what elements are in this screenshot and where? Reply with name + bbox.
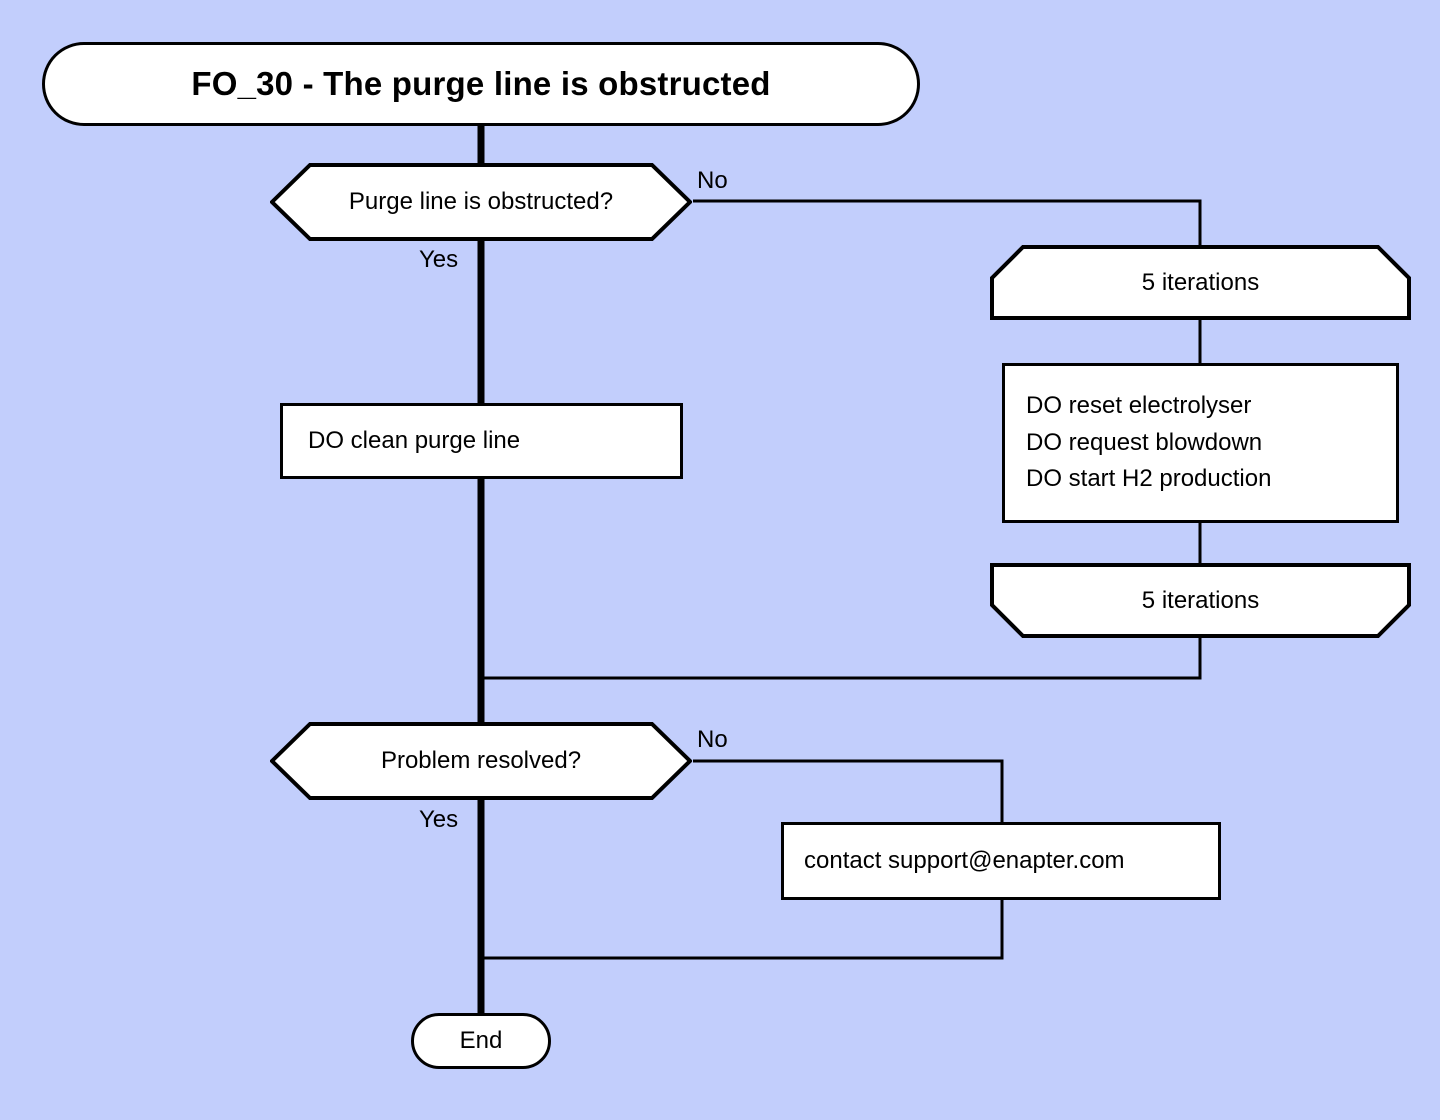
node-contact-support[interactable]: contact support@enapter.com xyxy=(781,822,1221,900)
node-loop-end-label: 5 iterations xyxy=(1141,586,1260,614)
node-contact-label: contact support@enapter.com xyxy=(804,846,1125,874)
node-loop-end-5-iterations[interactable]: 5 iterations xyxy=(990,563,1411,638)
edge-loopend-to-spine xyxy=(481,638,1202,680)
edge-label-decision2-no: No xyxy=(697,726,728,753)
node-decision-purge-line-obstructed[interactable]: Purge line is obstructed? xyxy=(270,163,692,241)
node-clean-purge-label: DO clean purge line xyxy=(308,426,521,454)
node-title-terminator[interactable]: FO_30 - The purge line is obstructed xyxy=(42,42,920,126)
node-end-label: End xyxy=(459,1027,503,1054)
node-decision-2-label: Problem resolved? xyxy=(380,747,582,774)
node-decision-1-label: Purge line is obstructed? xyxy=(348,188,614,215)
hexagon-shape xyxy=(270,163,692,241)
edge-label-decision2-yes: Yes xyxy=(419,806,459,833)
loop-limit-end-shape xyxy=(990,563,1411,638)
node-decision-problem-resolved[interactable]: Problem resolved? xyxy=(270,722,692,800)
hexagon-shape xyxy=(270,722,692,800)
node-loop-start-5-iterations[interactable]: 5 iterations xyxy=(990,245,1411,320)
node-do-actions-label: DO reset electrolyser DO request blowdow… xyxy=(1026,392,1272,493)
node-loop-start-label: 5 iterations xyxy=(1141,268,1260,296)
loop-limit-start-shape xyxy=(990,245,1411,320)
node-title-label: FO_30 - The purge line is obstructed xyxy=(191,65,771,102)
edge-contact-to-spine xyxy=(481,900,1004,960)
edge-decision1-no xyxy=(693,199,1202,245)
node-do-actions[interactable]: DO reset electrolyser DO request blowdow… xyxy=(1002,363,1399,523)
edge-decision2-no xyxy=(693,759,1004,822)
node-do-clean-purge-line[interactable]: DO clean purge line xyxy=(280,403,683,479)
edge-label-decision1-yes: Yes xyxy=(419,246,459,273)
edge-label-decision1-no: No xyxy=(697,167,728,194)
node-end-terminator[interactable]: End xyxy=(411,1013,551,1069)
